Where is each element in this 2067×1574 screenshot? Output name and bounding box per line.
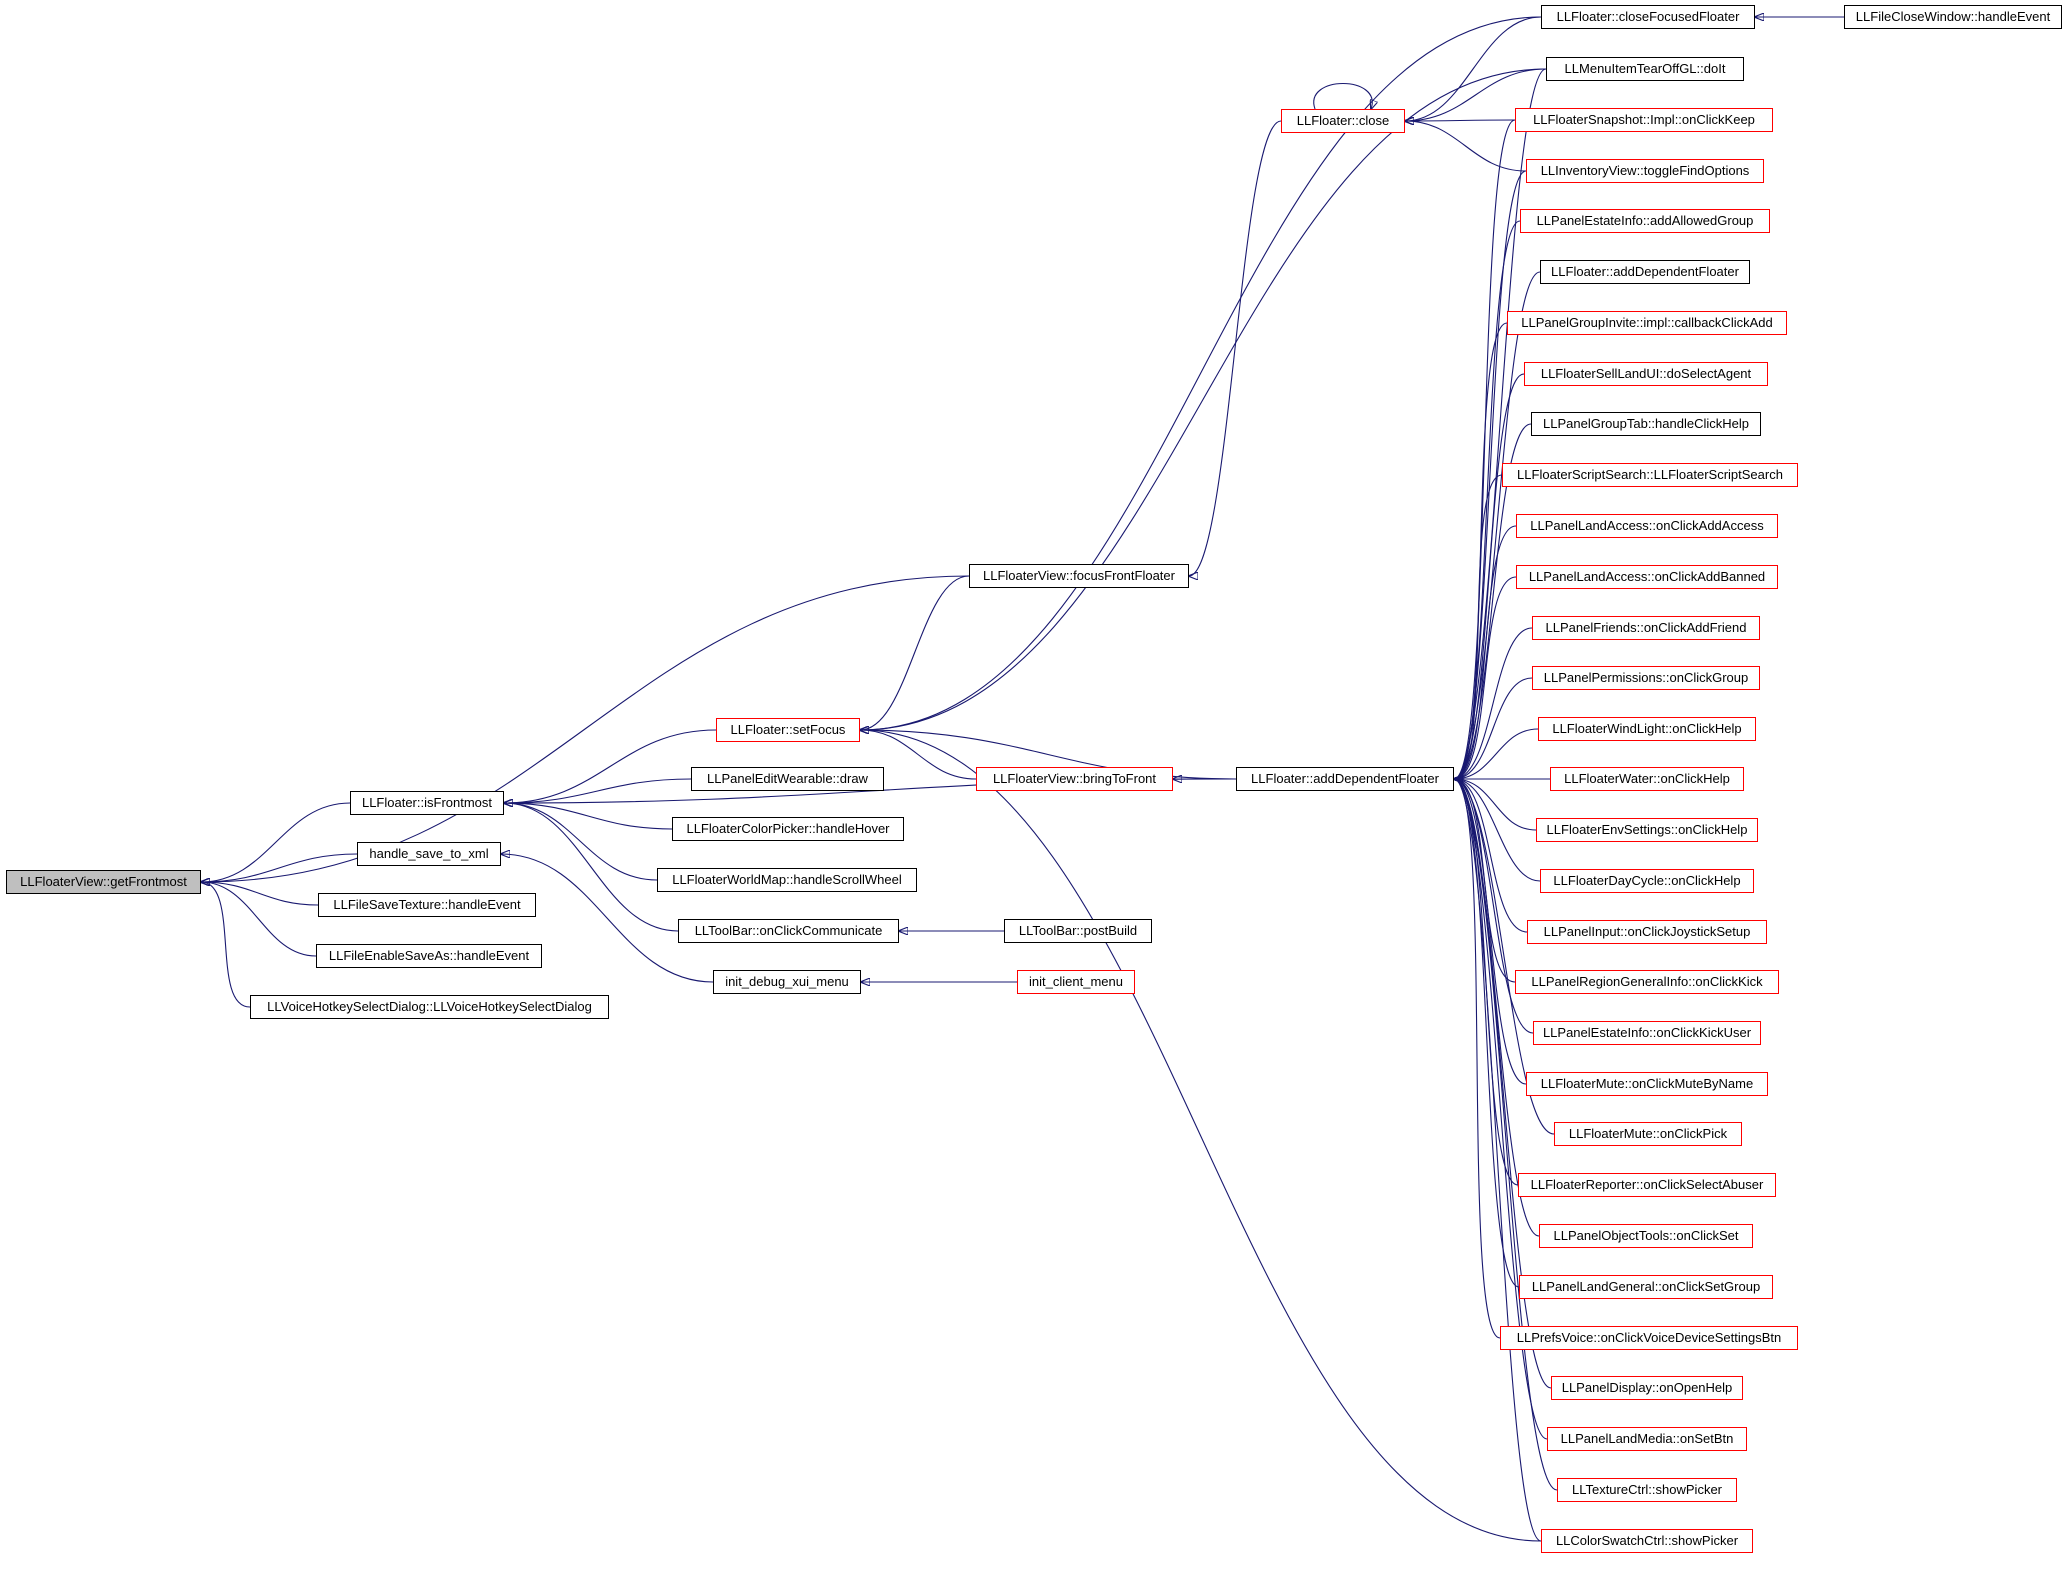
graph-node-llfloaterview-focusfrontfloater[interactable]: LLFloaterView::focusFrontFloater — [969, 564, 1189, 588]
graph-node-llpanelobjecttools-onclickset[interactable]: LLPanelObjectTools::onClickSet — [1539, 1224, 1753, 1248]
graph-node-llpanelpermissions-onclickgroup[interactable]: LLPanelPermissions::onClickGroup — [1532, 666, 1760, 690]
graph-node-lltoolbar-onclickcommunicate[interactable]: LLToolBar::onClickCommunicate — [678, 919, 899, 943]
graph-node-llfilesavetexture-handleevent[interactable]: LLFileSaveTexture::handleEvent — [318, 893, 536, 917]
graph-node-llfloatermute-onclickpick[interactable]: LLFloaterMute::onClickPick — [1554, 1122, 1742, 1146]
graph-node-llfloaterview-bringtofront[interactable]: LLFloaterView::bringToFront — [976, 767, 1173, 791]
graph-node-llpanelestateinfo-addallowedgroup[interactable]: LLPanelEstateInfo::addAllowedGroup — [1520, 209, 1770, 233]
call-edge-r29-to-addDependentFloater — [1454, 779, 1558, 1491]
graph-node-llfloatermute-onclickmutebyname[interactable]: LLFloaterMute::onClickMuteByName — [1526, 1072, 1768, 1096]
graph-node-llfloaterenvsettings-onclickhelp[interactable]: LLFloaterEnvSettings::onClickHelp — [1536, 818, 1758, 842]
graph-node-llpanelestateinfo-onclickkickuser[interactable]: LLPanelEstateInfo::onClickKickUser — [1533, 1021, 1761, 1045]
graph-node-llpaneleditwearable-draw[interactable]: LLPanelEditWearable::draw — [691, 767, 884, 791]
call-edge-r09-to-addDependentFloater — [1454, 474, 1503, 779]
graph-node-llfloater-close[interactable]: LLFloater::close — [1281, 109, 1405, 133]
graph-node-llfloaterwater-onclickhelp[interactable]: LLFloaterWater::onClickHelp — [1550, 767, 1744, 791]
graph-node-init-client-menu[interactable]: init_client_menu — [1017, 970, 1135, 994]
call-edge-ToolBarComm-to-isFrontmost — [504, 803, 679, 932]
graph-node-llpanelgrouptab-handleclickhelp[interactable]: LLPanelGroupTab::handleClickHelp — [1531, 412, 1761, 436]
call-edge-bringToFront-to-setFocus — [860, 730, 977, 780]
graph-node-llfloater-adddependentfloater[interactable]: LLFloater::addDependentFloater — [1236, 767, 1454, 791]
call-edge-r08-to-addDependentFloater — [1454, 423, 1532, 779]
call-edge-setFocus-to-isFrontmost — [504, 729, 717, 803]
graph-node-llfloatercolorpicker-handlehover[interactable]: LLFloaterColorPicker::handleHover — [672, 817, 904, 841]
call-edge-EditWearableDraw-to-isFrontmost — [504, 778, 692, 803]
call-edge-FileEnableSaveAs-to-getFrontmost — [201, 882, 317, 957]
graph-node-llfloaterselllandui-doselectagent[interactable]: LLFloaterSellLandUI::doSelectAgent — [1524, 362, 1768, 386]
call-edge-closeFocusedFloater-to-setFocus — [860, 16, 1542, 730]
call-edge-ColorPickerHover-to-isFrontmost — [504, 803, 673, 830]
graph-node-llpanelfriends-onclickaddfriend[interactable]: LLPanelFriends::onClickAddFriend — [1532, 616, 1760, 640]
graph-node-llfloaterwindlight-onclickhelp[interactable]: LLFloaterWindLight::onClickHelp — [1538, 717, 1756, 741]
graph-node-llfileenablesaveas-handleevent[interactable]: LLFileEnableSaveAs::handleEvent — [316, 944, 542, 968]
call-edge-close-to-close — [1313, 83, 1372, 110]
graph-node-llfloater-setfocus[interactable]: LLFloater::setFocus — [716, 718, 860, 742]
graph-node-llpanellandgeneral-onclicksetgroup[interactable]: LLPanelLandGeneral::onClickSetGroup — [1519, 1275, 1773, 1299]
graph-node-llfloater-adddependentfloater[interactable]: LLFloater::addDependentFloater — [1540, 260, 1750, 284]
call-edge-r03-to-close — [1405, 121, 1527, 172]
call-edge-focusFrontFloater-to-setFocus — [860, 575, 970, 730]
call-edge-r01-to-setFocus — [860, 68, 1547, 730]
graph-node-llpanellandaccess-onclickaddaccess[interactable]: LLPanelLandAccess::onClickAddAccess — [1516, 514, 1778, 538]
call-edge-focusFrontFloater-to-getFrontmost — [201, 575, 970, 882]
graph-node-llfloaterscriptsearch-llfloaterscriptsearch[interactable]: LLFloaterScriptSearch::LLFloaterScriptSe… — [1502, 463, 1798, 487]
call-edge-r02-to-close — [1405, 120, 1516, 121]
call-edge-r05-to-addDependentFloater — [1454, 271, 1541, 779]
graph-node-llinventoryview-togglefindoptions[interactable]: LLInventoryView::toggleFindOptions — [1526, 159, 1764, 183]
graph-node-llfloaterworldmap-handlescrollwheel[interactable]: LLFloaterWorldMap::handleScrollWheel — [657, 868, 917, 892]
call-edge-r11-to-addDependentFloater — [1454, 576, 1517, 779]
graph-node-lltexturectrl-showpicker[interactable]: LLTextureCtrl::showPicker — [1557, 1478, 1737, 1502]
graph-node-lltoolbar-postbuild[interactable]: LLToolBar::postBuild — [1004, 919, 1152, 943]
call-edge-init_debug_xui_menu-to-handle_save_to_xml — [501, 854, 714, 983]
graph-node-llfloaterview-getfrontmost: LLFloaterView::getFrontmost — [6, 870, 201, 894]
graph-node-llpanellandmedia-onsetbtn[interactable]: LLPanelLandMedia::onSetBtn — [1547, 1427, 1747, 1451]
call-edge-closeFocusedFloater-to-close — [1405, 16, 1542, 121]
call-edge-r12-to-addDependentFloater — [1454, 627, 1533, 779]
call-edge-r14-to-addDependentFloater — [1454, 728, 1539, 779]
graph-node-llpanellandaccess-onclickaddbanned[interactable]: LLPanelLandAccess::onClickAddBanned — [1516, 565, 1778, 589]
call-edge-close-to-focusFrontFloater — [1189, 120, 1282, 576]
graph-node-llpanelregiongeneralinfo-onclickkick[interactable]: LLPanelRegionGeneralInfo::onClickKick — [1515, 970, 1779, 994]
call-edge-r13-to-addDependentFloater — [1454, 677, 1533, 779]
call-edge-WorldMapScroll-to-isFrontmost — [504, 803, 658, 881]
call-edge-isFrontmost-to-getFrontmost — [201, 802, 351, 882]
graph-node-llfloater-closefocusedfloater[interactable]: LLFloater::closeFocusedFloater — [1541, 5, 1755, 29]
graph-node-llfloater-isfrontmost[interactable]: LLFloater::isFrontmost — [350, 791, 504, 815]
call-edge-VoiceHotkey-to-getFrontmost — [201, 882, 251, 1008]
graph-node-llmenuitemtearoffgl-doit[interactable]: LLMenuItemTearOffGL::doIt — [1546, 57, 1744, 81]
graph-node-llvoicehotkeyselectdialog-llvoicehotkeyselectdialog[interactable]: LLVoiceHotkeySelectDialog::LLVoiceHotkey… — [250, 995, 609, 1019]
graph-node-llprefsvoice-onclickvoicedevicesettingsbtn[interactable]: LLPrefsVoice::onClickVoiceDeviceSettings… — [1500, 1326, 1798, 1350]
call-edge-r10-to-addDependentFloater — [1454, 525, 1517, 779]
graph-node-llpaneldisplay-onopenhelp[interactable]: LLPanelDisplay::onOpenHelp — [1551, 1376, 1743, 1400]
graph-node-llcolorswatchctrl-showpicker[interactable]: LLColorSwatchCtrl::showPicker — [1541, 1529, 1753, 1553]
call-edge-FileSaveTexture-to-getFrontmost — [201, 882, 319, 906]
graph-node-llfloatersnapshot-impl-onclickkeep[interactable]: LLFloaterSnapshot::Impl::onClickKeep — [1515, 108, 1773, 132]
call-edge-r16-to-addDependentFloater — [1454, 779, 1537, 831]
graph-node-llpanelinput-onclickjoysticksetup[interactable]: LLPanelInput::onClickJoystickSetup — [1527, 920, 1767, 944]
graph-node-init-debug-xui-menu[interactable]: init_debug_xui_menu — [713, 970, 861, 994]
call-edge-r21-to-addDependentFloater — [1454, 779, 1527, 1085]
call-edge-r18-to-addDependentFloater — [1454, 779, 1528, 933]
graph-node-llfileclosewindow-handleevent[interactable]: LLFileCloseWindow::handleEvent — [1844, 5, 2062, 29]
call-edge-r22-to-addDependentFloater — [1454, 779, 1555, 1135]
graph-node-llpanelgroupinvite-impl-callbackclickadd[interactable]: LLPanelGroupInvite::impl::callbackClickA… — [1507, 311, 1787, 335]
graph-node-llfloaterdaycycle-onclickhelp[interactable]: LLFloaterDayCycle::onClickHelp — [1540, 869, 1754, 893]
graph-node-handle-save-to-xml[interactable]: handle_save_to_xml — [357, 842, 501, 866]
graph-node-llfloaterreporter-onclickselectabuser[interactable]: LLFloaterReporter::onClickSelectAbuser — [1518, 1173, 1776, 1197]
call-edge-r30-to-addDependentFloater — [1454, 779, 1542, 1542]
call-edge-r17-to-addDependentFloater — [1454, 779, 1541, 882]
call-edge-handle_save_to_xml-to-getFrontmost — [201, 853, 358, 882]
call-edge-r01-to-close — [1405, 68, 1547, 121]
